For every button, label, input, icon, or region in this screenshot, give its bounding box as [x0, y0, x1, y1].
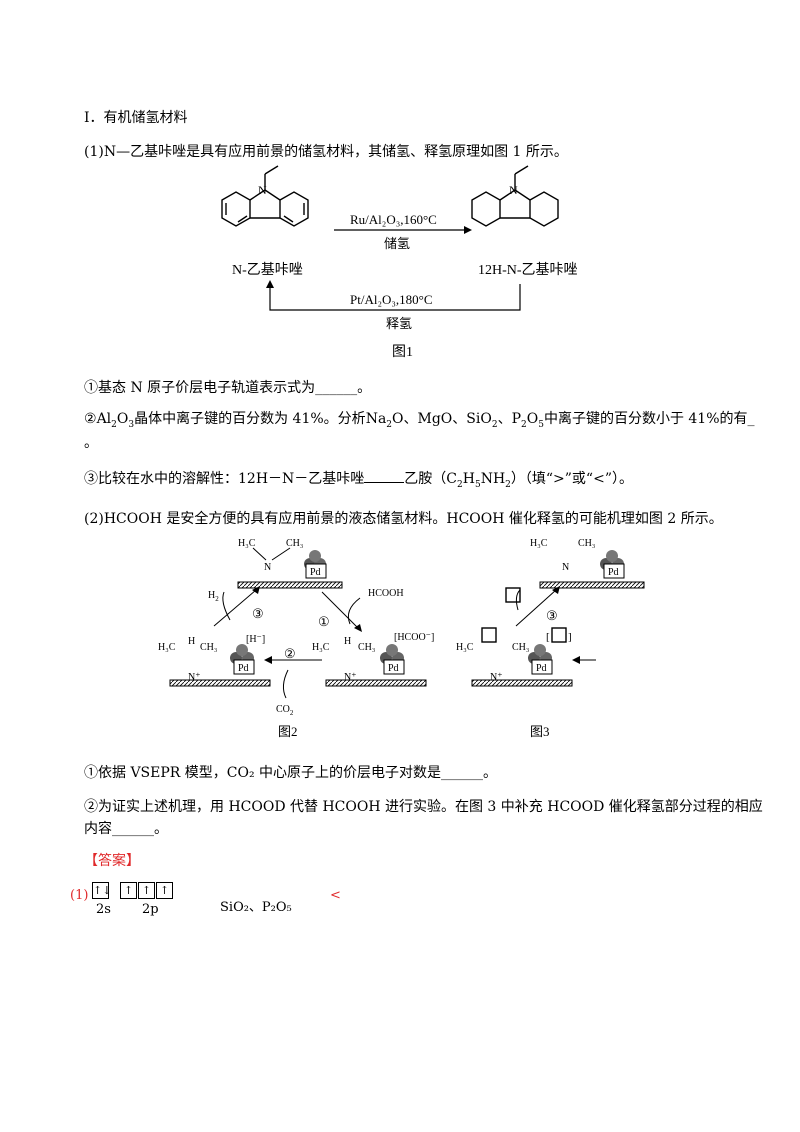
fig2-caption: 图2 — [278, 724, 298, 739]
fig3-caption: 图3 — [530, 724, 550, 739]
svg-text:H₃C: H₃C — [312, 642, 330, 653]
svg-text:]: ] — [568, 631, 572, 643]
answer-title: 【答案】 — [84, 853, 140, 869]
fig3-top-catalyst: H₃C CH₃ N Pd — [530, 538, 645, 589]
svg-text:③: ③ — [546, 608, 558, 623]
question-1-2-tail: 。 — [84, 435, 98, 451]
svg-text:③: ③ — [252, 606, 264, 621]
question-2-2-line2: 内容______。 — [84, 821, 168, 837]
question-1-1: ①基态 N 原子价层电子轨道表示式为______。 — [84, 380, 372, 396]
orbital-2p-3: ↑ — [156, 882, 173, 899]
fig1-top-condition: Ru/Al₂O₃,160°C — [350, 212, 437, 227]
fig3-blank-box-2 — [481, 627, 497, 643]
fig2-top-catalyst: H₃C CH₃ N Pd — [237, 538, 343, 589]
svg-text:Pd: Pd — [388, 663, 399, 674]
answer-3: < — [330, 888, 341, 903]
orbital-2s: ↑↓ — [92, 882, 112, 899]
svg-text:N: N — [509, 183, 518, 197]
svg-text:[: [ — [546, 631, 550, 643]
svg-text:Pd: Pd — [238, 663, 249, 674]
svg-text:[H⁻]: [H⁻] — [246, 634, 265, 645]
question-2-intro: (2)HCOOH 是安全方便的具有应用前景的液态储氢材料。HCOOH 催化释氢的… — [84, 511, 723, 527]
svg-text:②: ② — [284, 646, 296, 661]
question-1-intro: (1)N—乙基咔唑是具有应用前景的储氢材料，其储氢、释氢原理如图 1 所示。 — [84, 144, 568, 160]
fig1-bottom-label: 释氢 — [386, 316, 412, 331]
svg-text:CH₃: CH₃ — [358, 642, 375, 653]
figures-2-3: H₃C CH₃ N Pd H₃C H CH₃ N⁺ Pd [H⁻] H₃C H CH₃ N… — [158, 538, 645, 739]
question-1-2: ②Al2O3晶体中离子键的百分数为 41%。分析Na2O、MgO、SiO2、P2… — [84, 411, 755, 430]
svg-text:H₃C: H₃C — [456, 642, 474, 653]
svg-text:CH₃: CH₃ — [578, 538, 595, 549]
fig2-left-catalyst: H₃C H CH₃ N⁺ Pd [H⁻] — [158, 634, 271, 687]
fig3-bottom-catalyst: H₃C CH₃ N⁺ Pd — [456, 642, 573, 687]
svg-text:Pd: Pd — [608, 567, 619, 578]
orbital-2p-1: ↑ — [120, 882, 137, 899]
svg-text:H: H — [188, 636, 195, 647]
svg-text:N: N — [258, 183, 267, 197]
fig2-h2: H2 — [208, 590, 219, 603]
svg-text:H₃C: H₃C — [158, 642, 176, 653]
section-title: Ⅰ．有机储氢材料 — [84, 110, 188, 126]
answer-number: (1) — [70, 888, 89, 903]
svg-text:N⁺: N⁺ — [344, 672, 357, 683]
svg-text:H: H — [344, 636, 351, 647]
fig2-hcooh: HCOOH — [368, 588, 404, 599]
fig3-blank-box-1 — [505, 587, 521, 603]
svg-text:[HCOO⁻]: [HCOO⁻] — [394, 632, 434, 643]
fig1-caption: 图1 — [392, 345, 413, 360]
fig1-right-label: 12H-N-乙基咔唑 — [478, 261, 578, 278]
fig3-blank-box-3 — [551, 627, 567, 643]
fig2-co2: CO2 — [276, 704, 294, 717]
svg-text:N⁺: N⁺ — [188, 672, 201, 683]
answer-blank[interactable] — [364, 470, 405, 483]
svg-text:N: N — [264, 562, 271, 573]
fig1-bottom-condition: Pt/Al₂O₃,180°C — [350, 292, 433, 307]
label-2s: 2s — [96, 902, 111, 917]
answer-2: SiO₂、P₂O₅ — [220, 900, 292, 915]
svg-text:Pd: Pd — [310, 567, 321, 578]
svg-text:H₃C: H₃C — [530, 538, 548, 549]
svg-text:①: ① — [318, 614, 330, 629]
svg-text:N⁺: N⁺ — [490, 672, 503, 683]
n-ethylcarbazole-structure — [221, 165, 309, 227]
figure-1: N N-乙基咔唑 N 12H-N-乙基咔唑 Ru/Al₂O₃,160°C 储氢 … — [221, 165, 578, 360]
question-2-1: ①依据 VSEPR 模型，CO₂ 中心原子上的价层电子对数是______。 — [84, 765, 498, 781]
svg-text:H₃C: H₃C — [238, 538, 256, 549]
svg-text:N: N — [562, 562, 569, 573]
fig1-top-label: 储氢 — [384, 236, 410, 251]
svg-text:CH₃: CH₃ — [286, 538, 303, 549]
12h-n-ethylcarbazole-structure — [471, 165, 559, 227]
svg-text:CH₃: CH₃ — [512, 642, 529, 653]
svg-text:Pd: Pd — [536, 663, 547, 674]
svg-text:CH₃: CH₃ — [200, 642, 217, 653]
fig2-right-catalyst: H₃C H CH₃ N⁺ Pd [HCOO⁻] — [312, 632, 434, 687]
question-1-3: ③比较在水中的溶解性：12H－N－乙基咔唑乙胺（C2H5NH2）（填“>”或“<… — [84, 470, 633, 490]
label-2p: 2p — [142, 902, 159, 917]
fig1-left-label: N-乙基咔唑 — [232, 261, 303, 278]
question-2-2-line1: ②为证实上述机理，用 HCOOD 代替 HCOOH 进行实验。在图 3 中补充 … — [84, 799, 763, 815]
orbital-2p-2: ↑ — [138, 882, 155, 899]
